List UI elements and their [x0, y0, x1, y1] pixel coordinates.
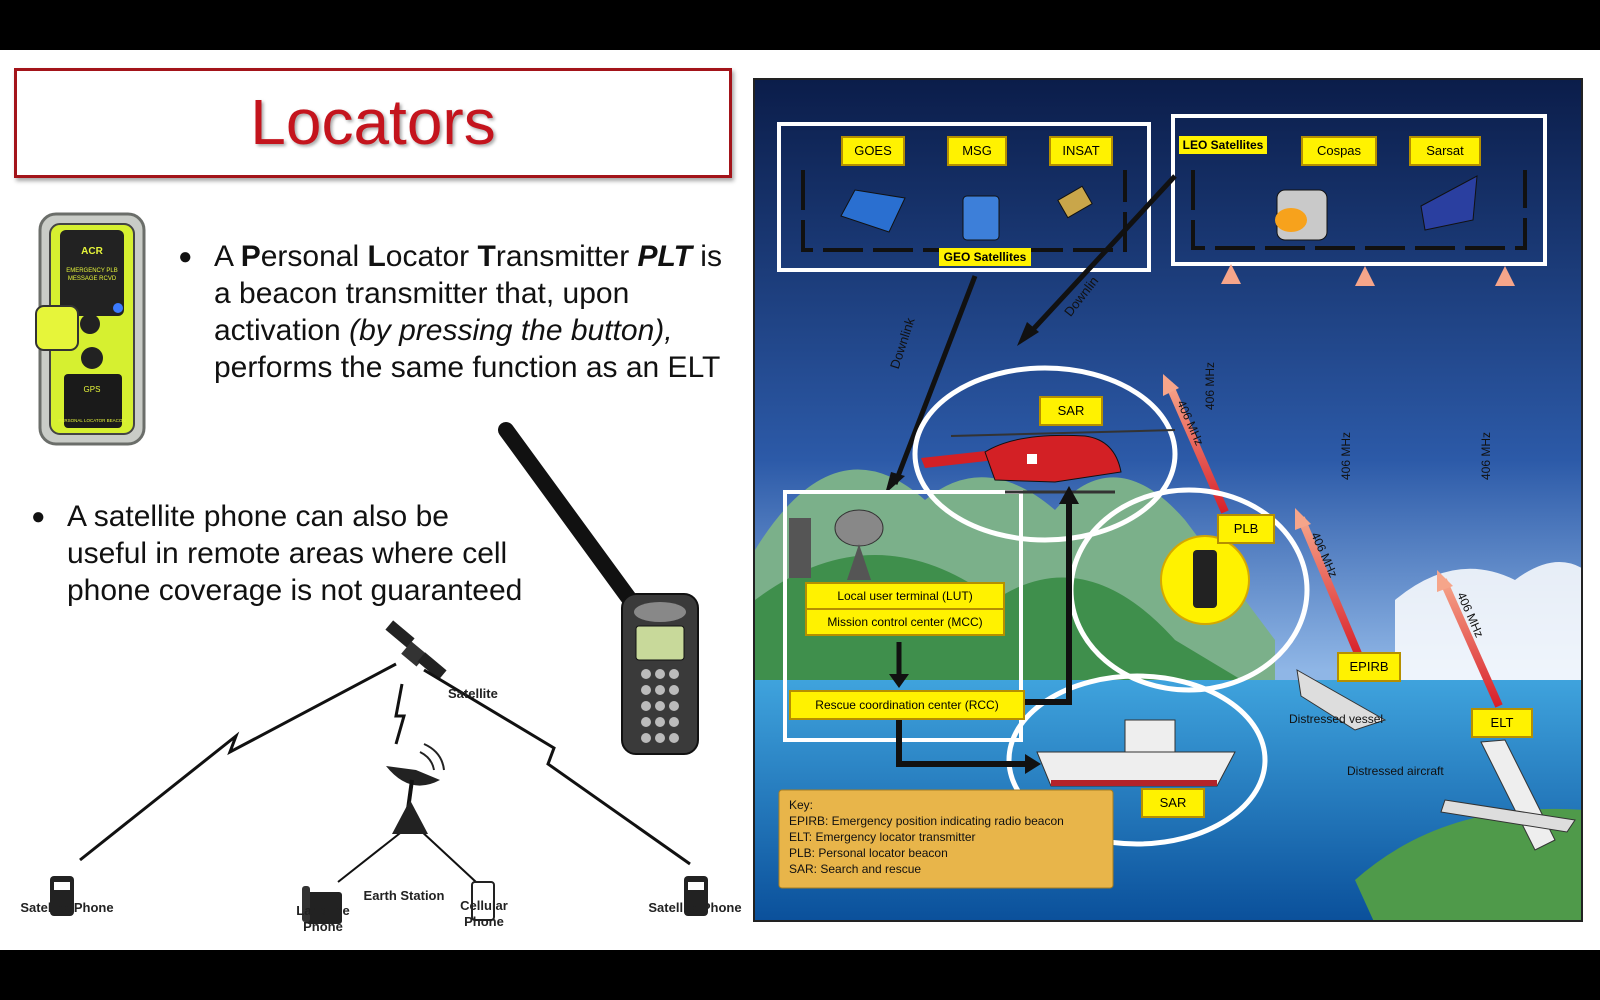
label-msg: MSG — [947, 136, 1007, 166]
slide: Locators ACR EMERGENCY PLB MESSAGE RCVD … — [0, 50, 1600, 950]
slide-title: Locators — [250, 86, 496, 158]
satellite-phone-image — [498, 422, 699, 755]
label-plb: PLB — [1217, 514, 1275, 544]
plb-label-2: MESSAGE RCVD — [68, 276, 117, 282]
satphone-network-diagram: Satellite Earth Station — [50, 620, 708, 924]
earth-station-icon — [386, 743, 445, 834]
sar-system-diagram: GOES MSG INSAT GEO Satellites LEO Satell… — [753, 78, 1583, 922]
dish-antenna-icon — [834, 509, 884, 580]
bullet-plt: ●A Personal Locator Transmitter PLT is a… — [178, 240, 722, 384]
label-distressed-vessel: Distressed vessel — [1289, 712, 1384, 726]
label-cospas: Cospas — [1301, 136, 1377, 166]
sar-ship-icon — [1036, 719, 1236, 787]
sat-phone-right-icon — [684, 876, 708, 916]
label-goes: GOES — [841, 136, 905, 166]
key-title: Key: — [789, 798, 814, 812]
plb-label-4: PERSONAL LOCATOR BEACON — [58, 418, 125, 423]
cellular-label-1: Cellular — [460, 898, 508, 913]
label-insat: INSAT — [1049, 136, 1113, 166]
bullet-dot: ● — [178, 243, 193, 270]
earth-station-label: Earth Station — [364, 888, 445, 903]
label-elt: ELT — [1471, 708, 1533, 738]
label-sarsat: Sarsat — [1409, 136, 1481, 166]
label-sar-ship: SAR — [1141, 788, 1205, 818]
satellite-icon — [385, 620, 447, 680]
distressed-vessel-icon — [1296, 669, 1387, 731]
sat-phone-right-label: Satellite Phone — [648, 900, 742, 915]
distressed-aircraft-icon — [1440, 739, 1576, 851]
plb-label-3: GPS — [84, 385, 101, 394]
landline-phone-icon — [302, 886, 342, 924]
label-distressed-aircraft: Distressed aircraft — [1347, 764, 1444, 778]
plb-device-image: ACR EMERGENCY PLB MESSAGE RCVD GPS PERSO… — [35, 212, 146, 446]
label-epirb: EPIRB — [1337, 652, 1401, 682]
plb-brand-text: ACR — [81, 246, 103, 257]
label-lut: Local user terminal (LUT) — [805, 582, 1005, 610]
label-406-epirb-v: 406 MHz — [1339, 431, 1353, 480]
key-item-epirb: EPIRB: Emergency position indicating rad… — [789, 814, 1064, 828]
cellular-phone-icon — [471, 881, 495, 921]
key-item-plb: PLB: Personal locator beacon — [789, 846, 948, 860]
label-geo-satellites: GEO Satellites — [939, 248, 1031, 266]
key-box — [778, 789, 1114, 889]
label-406-plb-v: 406 MHz — [1203, 361, 1217, 410]
key-item-sar: SAR: Search and rescue — [789, 862, 922, 876]
link-earth — [394, 683, 406, 745]
leo-satellite-icons — [1275, 175, 1478, 241]
label-leo-satellites: LEO Satellites — [1179, 136, 1267, 154]
bullet-dot: ● — [31, 503, 46, 530]
sar-helicopter-icon — [921, 429, 1176, 494]
plb-label-1: EMERGENCY PLB — [66, 268, 118, 274]
label-mcc: Mission control center (MCC) — [805, 608, 1005, 636]
sat-phone-left-label: Satellite Phone — [20, 900, 114, 915]
key-item-elt: ELT: Emergency locator transmitter — [789, 830, 976, 844]
landline-label-2: Phone — [303, 919, 343, 934]
landline-label-1: Landline — [296, 903, 350, 918]
title-box: Locators — [14, 68, 732, 178]
satellite-label: Satellite — [448, 686, 498, 701]
sat-phone-left-icon — [50, 876, 74, 916]
link-right — [423, 668, 691, 866]
label-sar-helicopter: SAR — [1039, 396, 1103, 426]
label-406-elt-v: 406 MHz — [1479, 431, 1493, 480]
cellular-label-2: Phone — [464, 914, 504, 929]
bullet-satphone: ●A satellite phone can also be useful in… — [31, 500, 523, 607]
link-left — [79, 662, 397, 862]
label-rcc: Rescue coordination center (RCC) — [789, 690, 1025, 720]
geo-satellite-icons — [840, 185, 1093, 241]
